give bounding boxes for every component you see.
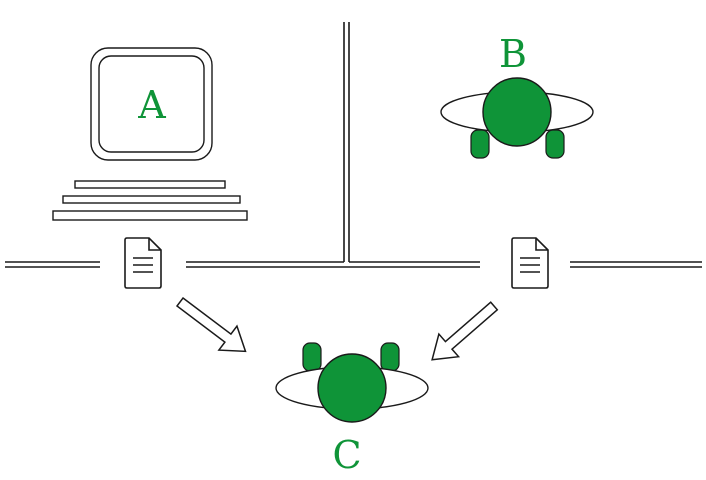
person-c-head [317,353,387,423]
person-b-head [482,77,552,147]
keyboard-row-2 [62,195,241,204]
person-topdown-icon [440,77,594,159]
label-person-top: B [499,32,527,76]
doc-left-fold [148,238,161,251]
doc-right-page [511,237,549,289]
keyboard-row-1 [74,180,226,189]
walls [5,22,702,268]
hollow-arrow-icon [431,301,499,361]
person-c-left-foot [302,342,322,372]
person-c-right-foot [380,342,400,372]
doc-right-fold [535,238,548,251]
label-computer: A [137,83,166,127]
hollow-arrow-icon [175,296,247,353]
arrow-left-shape [175,296,247,353]
monitor-inner [98,55,205,153]
document-icon [511,237,549,289]
label-person-bottom: C [332,433,361,477]
person-b-left-foot [470,129,490,159]
document-icon [124,237,162,289]
doc-left-page [124,237,162,289]
person-b-right-foot [545,129,565,159]
computer-monitor-icon [52,47,248,221]
arrow-right-shape [431,301,499,361]
keyboard-row-3 [52,210,248,221]
person-topdown-icon [275,342,429,423]
